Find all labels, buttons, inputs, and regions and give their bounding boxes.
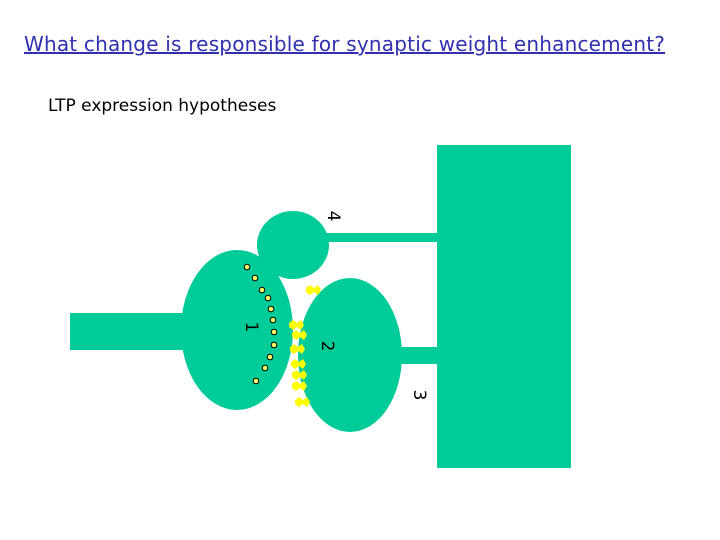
vesicle [264, 294, 272, 302]
label-site-4: 4 [323, 211, 343, 222]
vesicle [266, 353, 274, 361]
label-site-1: 1 [241, 322, 261, 333]
vesicle [270, 341, 278, 349]
vesicle [252, 377, 260, 385]
receptor [306, 285, 321, 295]
slide-subtitle: LTP expression hypotheses [48, 96, 277, 116]
vesicle [270, 328, 278, 336]
receptor [291, 359, 306, 369]
vesicle [261, 364, 269, 372]
receptor [295, 397, 310, 407]
receptor [292, 330, 307, 340]
new-spine-head [257, 211, 329, 279]
vesicle [258, 286, 266, 294]
vesicle-row [243, 263, 278, 385]
receptor [292, 381, 307, 391]
slide-title: What change is responsible for synaptic … [24, 32, 666, 56]
postsynaptic-spine [298, 278, 402, 432]
vesicle [267, 305, 275, 313]
new-spine-neck [318, 233, 439, 242]
presynaptic-axon [70, 313, 190, 350]
label-site-3: 3 [409, 390, 429, 401]
receptor [292, 370, 307, 380]
receptor-row [289, 285, 321, 407]
vesicle [251, 274, 259, 282]
vesicle [243, 263, 251, 271]
vesicle [269, 316, 277, 324]
receptor [290, 344, 305, 354]
receptor [289, 320, 304, 330]
dendrite-shaft [437, 145, 571, 468]
label-site-2: 2 [317, 341, 337, 352]
